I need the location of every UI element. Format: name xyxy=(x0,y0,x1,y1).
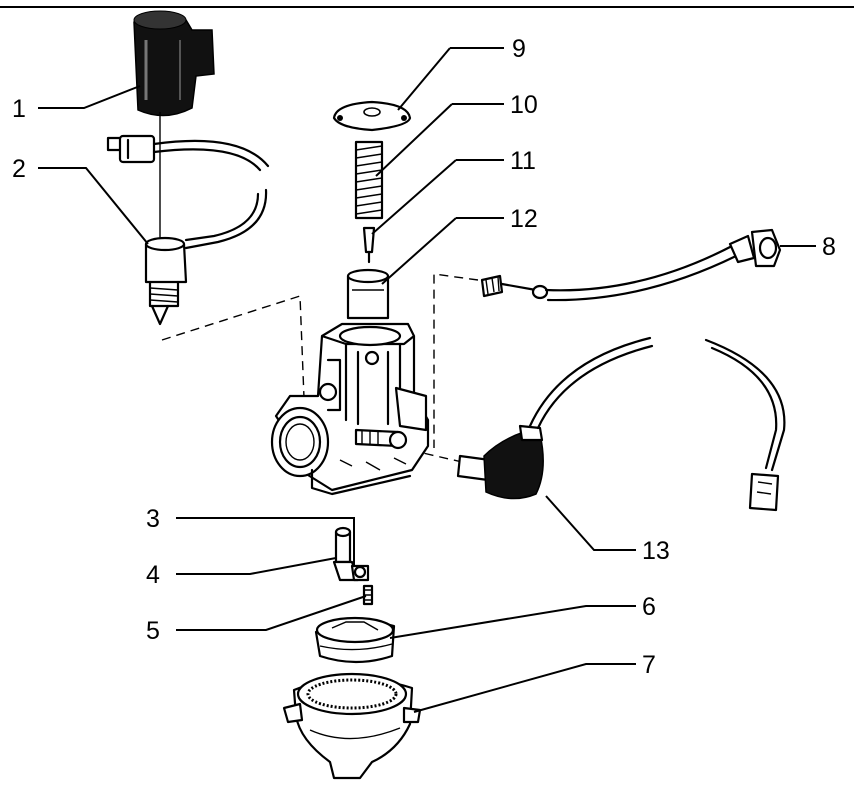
callout-leaders xyxy=(38,47,816,713)
callout-11: 11 xyxy=(510,147,536,175)
part-10-spring xyxy=(354,140,384,220)
part-1-starter-cap xyxy=(133,10,215,238)
part-6-float xyxy=(314,616,396,664)
callout-3: 3 xyxy=(146,505,160,533)
callout-12: 12 xyxy=(510,205,538,233)
callout-7: 7 xyxy=(642,651,656,679)
callout-5: 5 xyxy=(146,617,160,645)
part-9-cover xyxy=(332,100,412,132)
callout-10: 10 xyxy=(510,91,538,119)
callout-4: 4 xyxy=(146,561,160,589)
part-13-heater xyxy=(456,336,786,512)
callout-13: 13 xyxy=(642,537,670,565)
part-3-4-screws xyxy=(332,526,370,582)
top-border-line xyxy=(0,6,854,8)
callout-2: 2 xyxy=(12,155,26,183)
part-2-starter-connector xyxy=(106,134,270,326)
part-5-jet xyxy=(362,584,374,606)
callout-labels: 1 2 3 4 5 6 7 8 9 10 11 12 13 xyxy=(12,35,836,679)
part-12-throttle-slide xyxy=(346,268,390,320)
part-11-needle xyxy=(362,226,376,264)
part-8-throttle-cable xyxy=(480,228,782,302)
carburetor-body xyxy=(270,322,430,496)
callout-8: 8 xyxy=(822,233,836,261)
part-7-float-bowl xyxy=(282,672,422,780)
callout-9: 9 xyxy=(512,35,526,63)
callout-1: 1 xyxy=(12,95,26,123)
callout-6: 6 xyxy=(642,593,656,621)
